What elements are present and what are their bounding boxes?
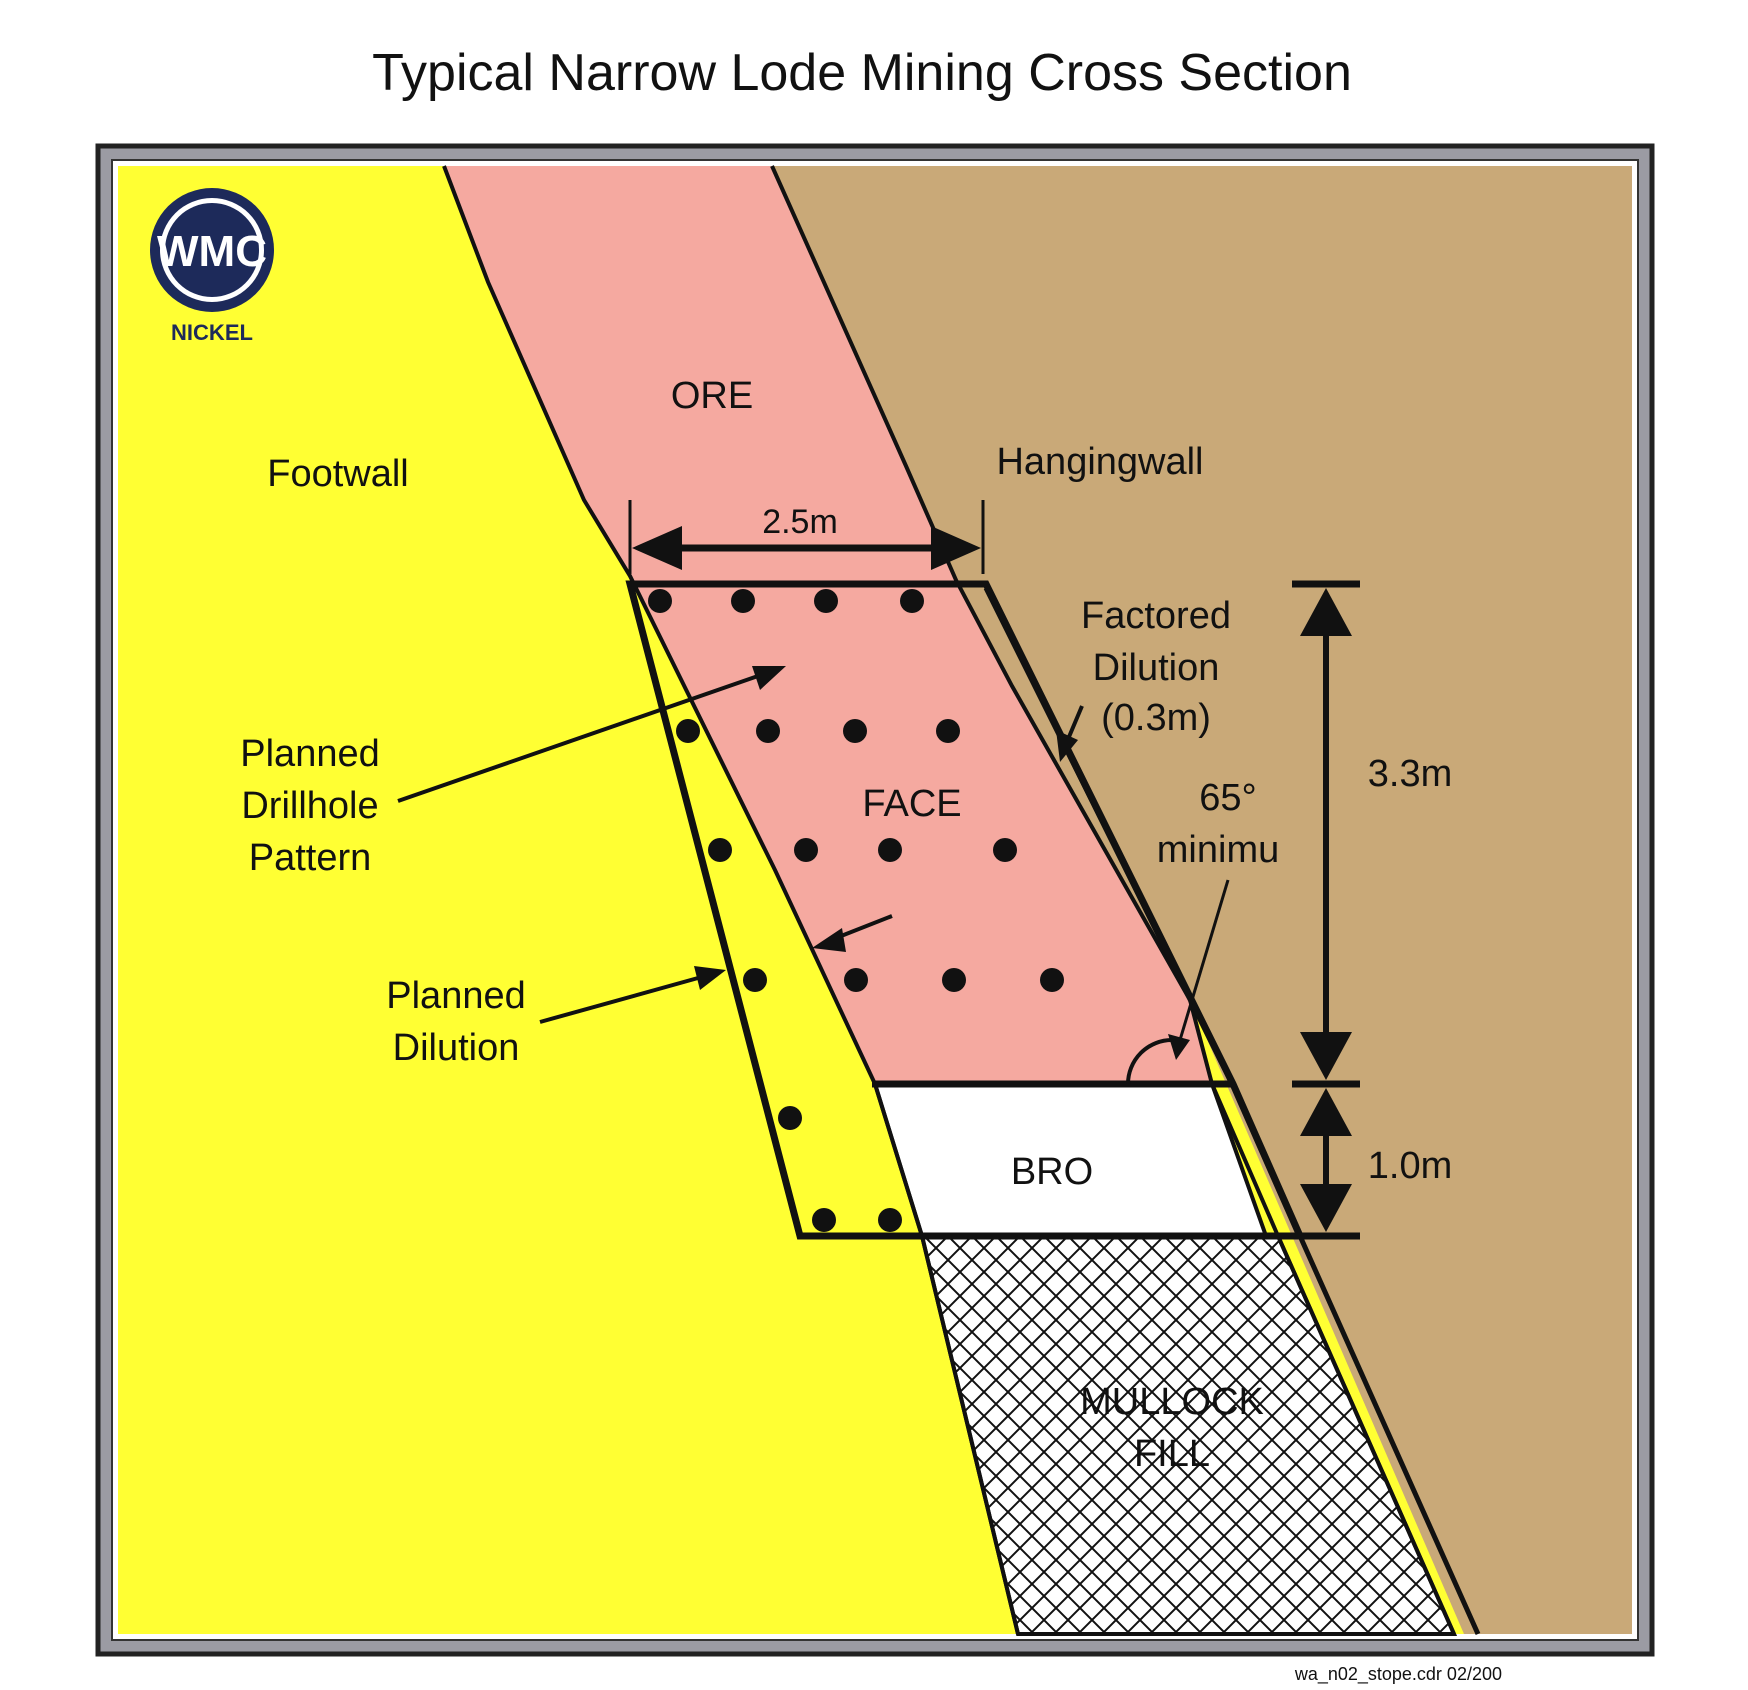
leader-arrows <box>397 666 1230 1085</box>
face-label: FACE <box>862 783 961 825</box>
factored-dilution-label-3: (0.3m) <box>1101 697 1211 739</box>
drillhole <box>878 1208 902 1232</box>
footwall-contact <box>442 165 1020 1635</box>
bro-height-label: 1.0m <box>1368 1145 1452 1187</box>
drillhole <box>812 1208 836 1232</box>
angle-label-1: 65° <box>1199 777 1256 819</box>
drillhole <box>743 968 767 992</box>
drillhole <box>844 968 868 992</box>
width-dimension <box>628 500 985 574</box>
drillhole <box>843 719 867 743</box>
hangingwall-label: Hangingwall <box>996 441 1203 483</box>
drillhole-pattern <box>648 589 1064 1232</box>
drillhole <box>1040 968 1064 992</box>
stope-outline <box>625 580 1306 1240</box>
logo-mark: WMC <box>157 227 267 276</box>
planned-drillhole-label-2: Drillhole <box>241 785 378 827</box>
drillhole <box>900 589 924 613</box>
logo-subtitle: NICKEL <box>171 320 253 345</box>
height-dimension <box>1292 580 1360 1240</box>
file-reference: wa_n02_stope.cdr 02/200 <box>1294 1664 1502 1685</box>
mullock-fill-label-1: MULLOCK <box>1080 1381 1264 1423</box>
drillhole <box>942 968 966 992</box>
drillhole <box>936 719 960 743</box>
diagram-title: Typical Narrow Lode Mining Cross Section <box>372 44 1352 102</box>
face-height-label: 3.3m <box>1368 753 1452 795</box>
ore-zone <box>444 166 1210 1084</box>
drillhole <box>993 838 1017 862</box>
factored-dilution-label-2: Dilution <box>1093 647 1220 689</box>
drillhole <box>814 589 838 613</box>
factored-dilution-label-1: Factored <box>1081 595 1231 637</box>
bro-label: BRO <box>1011 1151 1093 1193</box>
planned-drillhole-label-3: Pattern <box>249 837 372 879</box>
mullock-fill-label-2: FILL <box>1134 1433 1210 1475</box>
hangingwall-contact <box>770 165 1456 1635</box>
angle-label-2: minimu <box>1157 829 1279 871</box>
drillhole <box>794 838 818 862</box>
drillhole <box>731 589 755 613</box>
drillhole <box>878 838 902 862</box>
hangingwall-zone <box>772 166 1632 1634</box>
planned-dilution-label-1: Planned <box>386 975 525 1017</box>
ore-label: ORE <box>671 375 753 417</box>
drillhole <box>708 838 732 862</box>
drillhole <box>648 589 672 613</box>
drillhole <box>676 719 700 743</box>
drillhole <box>756 719 780 743</box>
width-label: 2.5m <box>762 503 838 541</box>
drillhole <box>778 1106 802 1130</box>
wmc-nickel-logo: WMC NICKEL <box>150 188 274 345</box>
planned-dilution-label-2: Dilution <box>393 1027 520 1069</box>
planned-drillhole-label-1: Planned <box>240 733 379 775</box>
footwall-label: Footwall <box>267 453 409 495</box>
